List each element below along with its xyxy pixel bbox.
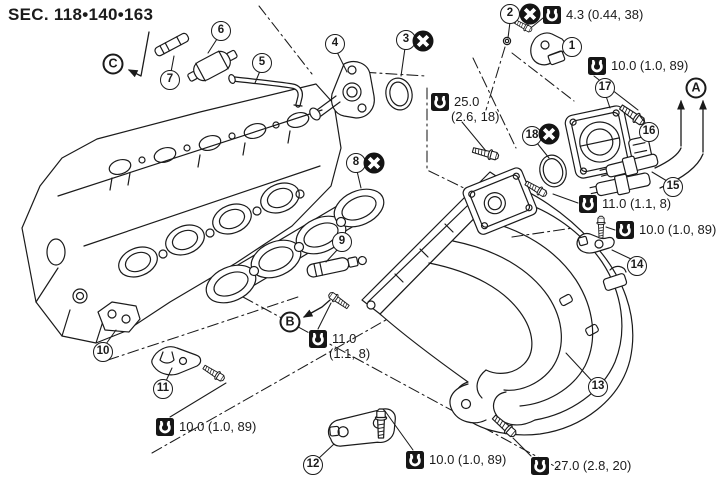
view-marker-b: B xyxy=(279,311,301,333)
torque-wrench-icon xyxy=(616,221,634,239)
torque-wrench-icon xyxy=(156,418,174,436)
part-callout-11: 11 xyxy=(153,379,173,399)
torque-wrench-icon xyxy=(579,195,597,213)
torque-spec: 10.0 (1.0, 89) xyxy=(156,418,256,436)
part-callout-16: 16 xyxy=(639,122,659,142)
torque-spec: 10.0 (1.0, 89) xyxy=(406,451,506,469)
valve-drawing xyxy=(309,61,413,121)
non-reusable-x-icon xyxy=(412,30,434,52)
torque-wrench-icon xyxy=(543,6,561,24)
part-callout-14: 14 xyxy=(627,256,647,276)
part-callout-17: 17 xyxy=(595,78,615,98)
hose-9-drawing xyxy=(306,255,367,278)
torque-leaders xyxy=(169,17,639,457)
torque-wrench-icon xyxy=(309,330,327,348)
part-callout-2: 2 xyxy=(500,4,520,24)
torque-spec: 10.0 (1.0, 89) xyxy=(616,221,716,239)
torque-wrench-icon xyxy=(431,93,449,111)
non-reusable-x-icon xyxy=(538,123,560,145)
intake-manifold-gasket-drawing xyxy=(205,188,385,304)
torque-spec: 11.0 (1.1, 8) xyxy=(579,195,671,213)
torque-spec: 4.3 (0.44, 38) xyxy=(543,6,643,24)
hose-assy-drawing xyxy=(154,32,303,108)
non-reusable-x-icon xyxy=(363,152,385,174)
part-callout-1: 1 xyxy=(562,37,582,57)
bracket-11-drawing xyxy=(151,346,202,376)
section-title: SEC. 118•140•163 xyxy=(8,5,154,24)
cylinder-head-drawing xyxy=(21,83,342,344)
torque-wrench-icon xyxy=(406,451,424,469)
harness-clips-drawing xyxy=(589,153,659,197)
torque-wrench-icon xyxy=(588,57,606,75)
torque-spec: 10.0 (1.0, 89) xyxy=(588,57,688,75)
o-ring-18-drawing xyxy=(539,154,567,188)
intake-manifold-drawing xyxy=(361,167,634,436)
part-10-bracket-drawing xyxy=(97,301,141,333)
bracket-14-drawing xyxy=(576,232,615,254)
part-callout-5: 5 xyxy=(252,53,272,73)
sensor-drawing xyxy=(502,32,566,66)
part-callout-7: 7 xyxy=(160,70,180,90)
torque-spec: 11.0(1.1, 8) xyxy=(309,330,370,361)
part-callout-12: 12 xyxy=(303,455,323,475)
torque-spec: 25.0(2.6, 18) xyxy=(431,93,499,124)
torque-wrench-icon xyxy=(531,457,549,475)
phantom-line-14 xyxy=(511,227,574,238)
part-callout-4: 4 xyxy=(325,34,345,54)
part-callout-6: 6 xyxy=(211,21,231,41)
torque-spec: 27.0 (2.8, 20) xyxy=(531,457,631,475)
part-callout-9: 9 xyxy=(332,232,352,252)
part-callout-15: 15 xyxy=(663,177,683,197)
view-marker-c: C xyxy=(102,53,124,75)
view-marker-a: A xyxy=(685,77,707,99)
part-callout-10: 10 xyxy=(93,342,113,362)
phantom-lines xyxy=(107,5,575,469)
non-reusable-x-icon xyxy=(519,3,541,25)
part-callout-13: 13 xyxy=(588,377,608,397)
